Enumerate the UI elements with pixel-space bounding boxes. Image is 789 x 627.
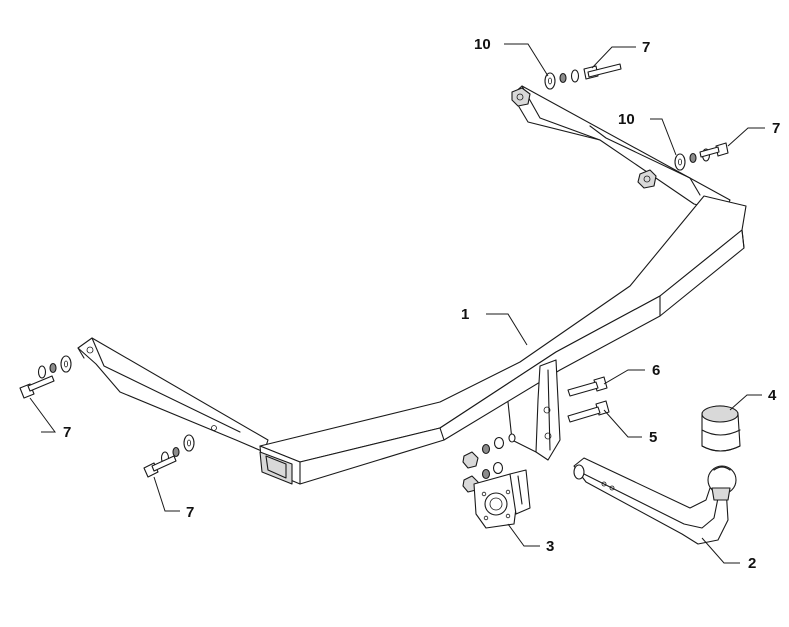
tow-ball-neck [573,457,737,545]
callout-7-mid: 7 [772,120,780,137]
frame-nut-right [511,87,531,107]
frame-hole-left-2 [211,425,217,431]
washer-small-top [570,69,580,83]
callout-7-left: 7 [63,424,71,441]
washer-large-left [60,355,72,373]
socket-bracket [473,469,531,529]
bolt-5 [567,400,610,423]
lock-washer-mid [689,152,697,164]
callout-4: 4 [768,387,777,404]
washer-large-mid [674,153,686,171]
washer-small-left [37,365,47,379]
callout-6: 6 [652,362,660,379]
bolt-top [583,63,622,80]
callout-7-left-low: 7 [186,504,194,521]
lock-washer-top [559,72,567,84]
washer-large-left-low [183,434,195,452]
leader-lines [29,43,765,564]
frame-hole-left [86,346,94,354]
bracket-washers [481,433,516,480]
bolt-6 [567,376,608,397]
callout-10-mid: 10 [618,111,635,128]
bolt-left [19,375,55,399]
lock-washer-left [49,362,57,374]
callout-7-top: 7 [642,39,650,56]
washer-large-top [544,72,556,90]
callout-2: 2 [748,555,756,572]
callout-5: 5 [649,429,657,446]
callout-3: 3 [546,538,554,555]
callout-1: 1 [461,306,469,323]
callout-10-top: 10 [474,36,491,53]
bracket-nut-upper [462,451,479,469]
crossbar-frame [77,85,747,485]
bolt-mid [699,142,729,158]
frame-nut-mid [637,169,657,189]
ball-cover-cap [701,405,741,452]
bolt-left-low [143,455,177,478]
lock-washer-left-low [172,446,180,458]
